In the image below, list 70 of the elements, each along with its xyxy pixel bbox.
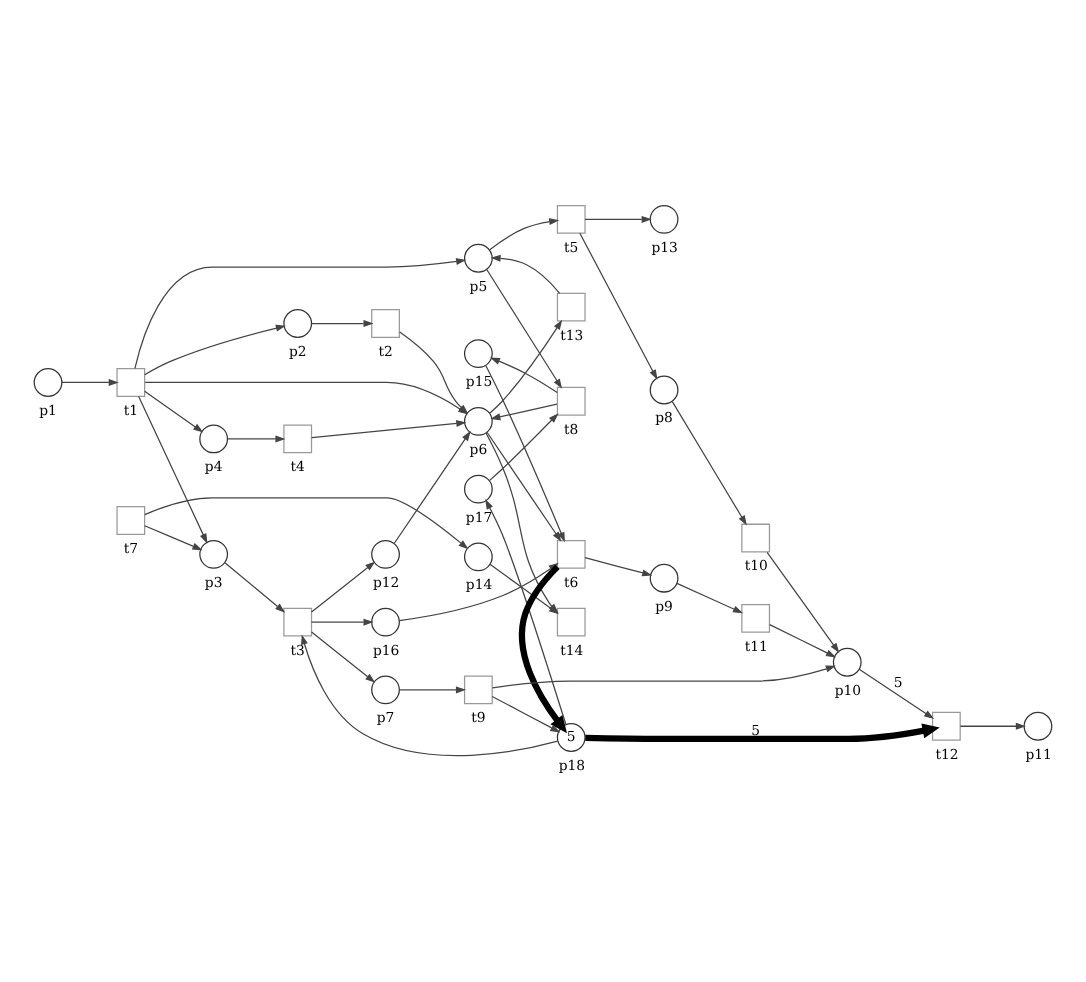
node-circle bbox=[199, 539, 229, 569]
arrow bbox=[585, 723, 940, 742]
node-circle bbox=[649, 563, 679, 593]
node-box bbox=[116, 506, 146, 535]
arrow bbox=[310, 618, 374, 626]
arrow bbox=[486, 268, 563, 389]
arrow bbox=[301, 634, 559, 757]
arrow bbox=[858, 668, 935, 719]
arrow bbox=[490, 403, 558, 421]
arrow bbox=[144, 497, 469, 550]
arrow bbox=[491, 695, 561, 733]
node-box bbox=[283, 424, 313, 454]
arrow bbox=[224, 562, 286, 613]
node-circle bbox=[463, 474, 493, 504]
node-box bbox=[283, 607, 313, 637]
arrow bbox=[491, 665, 836, 689]
node-box bbox=[463, 675, 493, 705]
arrow bbox=[310, 561, 376, 613]
arrow bbox=[485, 499, 567, 725]
arrow bbox=[144, 525, 203, 551]
node-circle bbox=[463, 542, 493, 572]
arrow bbox=[227, 435, 286, 443]
node-circle bbox=[649, 375, 679, 405]
arrow bbox=[769, 624, 837, 658]
arrow bbox=[676, 582, 744, 614]
arrow bbox=[61, 378, 119, 386]
arrow bbox=[398, 686, 466, 694]
node-circle bbox=[283, 309, 313, 338]
node-circle bbox=[649, 204, 679, 234]
node-box bbox=[931, 711, 961, 741]
arrow bbox=[489, 218, 560, 251]
arrow bbox=[134, 257, 467, 369]
node-box bbox=[556, 607, 586, 637]
arrow bbox=[144, 390, 204, 433]
node-circle bbox=[463, 243, 493, 273]
arrow bbox=[766, 551, 840, 653]
node-circle bbox=[371, 539, 400, 569]
arrow bbox=[138, 395, 208, 544]
node-circle bbox=[1023, 711, 1053, 741]
arrow bbox=[393, 430, 471, 545]
node-box bbox=[556, 539, 586, 569]
arrow bbox=[579, 232, 658, 380]
node-box bbox=[741, 603, 771, 633]
arrow bbox=[489, 357, 558, 394]
arrow bbox=[490, 254, 561, 294]
arrow bbox=[489, 319, 563, 414]
node-box bbox=[741, 523, 771, 553]
arrow bbox=[310, 320, 374, 328]
arrow bbox=[584, 557, 653, 577]
node-circle bbox=[463, 339, 493, 369]
node-box bbox=[371, 309, 400, 338]
node-circle bbox=[463, 406, 493, 436]
arrow bbox=[671, 401, 747, 526]
arrow bbox=[311, 419, 467, 439]
arrow bbox=[310, 631, 376, 683]
node-circle bbox=[33, 368, 63, 397]
node-box bbox=[556, 292, 586, 322]
node-box bbox=[116, 368, 146, 397]
arrow bbox=[486, 431, 562, 542]
node-circle bbox=[371, 607, 400, 637]
arrow bbox=[584, 215, 652, 223]
arrow bbox=[488, 413, 559, 482]
arrow bbox=[144, 324, 286, 376]
arrow bbox=[485, 364, 565, 543]
node-circle bbox=[199, 424, 229, 454]
node-circle bbox=[832, 647, 862, 677]
arrow bbox=[959, 722, 1026, 730]
node-circle bbox=[371, 675, 400, 705]
node-box bbox=[556, 386, 586, 416]
node-box bbox=[556, 204, 586, 234]
